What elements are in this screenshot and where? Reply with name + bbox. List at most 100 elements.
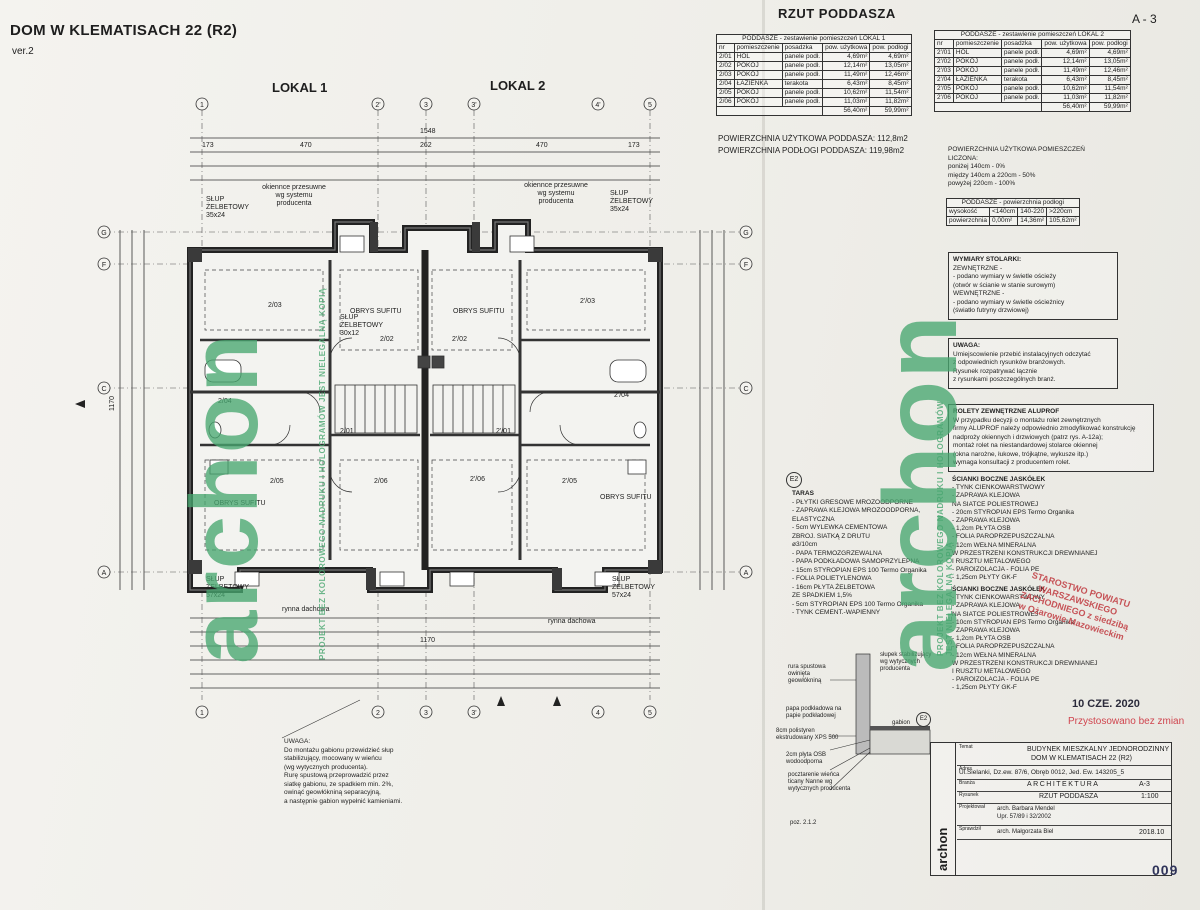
install-heading: UWAGA: (953, 342, 981, 349)
install-line: z odpowiednich rysunków branżowych. (953, 359, 1066, 366)
shutters-line: montaż rolet na niestandardowej stolarce… (953, 442, 1098, 449)
axis-markers (97, 97, 753, 719)
sheet-number: A - 3 (1132, 12, 1157, 26)
cell: POKÓJ (952, 84, 1002, 94)
plan-note-shutters-2: okiennce przesuwne wg systemu producenta (524, 182, 588, 205)
svg-text:3': 3' (471, 102, 476, 109)
joinery-line: (światło futryny drzwiowej) (953, 307, 1029, 314)
rules-line: między 140cm a 220cm - 50% (948, 171, 1036, 179)
dim-left-total: 1170 (109, 395, 117, 412)
svg-text:4': 4' (595, 102, 600, 109)
cell: ŁAZIENKA (952, 75, 1002, 85)
room-table-lokal-1: PODDASZE - zestawienie pomieszczeń LOKAL… (715, 34, 912, 116)
wall-layer: - 1,2cm PŁYTA OSB (952, 525, 1011, 533)
gabion-note-line: stabilizujący, mocowany w wieńcu (284, 755, 382, 762)
paper-fold (762, 0, 765, 910)
archon-watermark-right: archon (863, 313, 979, 672)
wall-layer: I RUSZTU METALOWEGO (952, 558, 1031, 566)
cell: 2'/01 (934, 48, 954, 58)
room-label: 2'/03 (580, 298, 595, 305)
row-label: Branża (959, 780, 975, 786)
wall-layer: NA SIATCE POLIESTROWEJ (952, 500, 1039, 508)
cell: 59,99m² (1088, 102, 1131, 112)
cell: 11,82m² (1088, 93, 1131, 103)
cell: POKÓJ (733, 97, 783, 107)
joinery-line: (otwór w ścianie w stanie surowym) (953, 281, 1056, 289)
cell: 2'/03 (934, 66, 954, 76)
cell: panele podł. (1000, 93, 1043, 103)
svg-text:3: 3 (424, 710, 428, 717)
watermark-vertical-right: PROJEKT BEZ KOLOROWEGO NADRUKU I HOLOGRA… (936, 400, 954, 656)
row-label: Temat (959, 744, 973, 750)
cell: 13,05m² (869, 61, 912, 71)
terrace-spec: TARAS - PŁYTKI GRESOWE MROZOODPORNE - ZA… (792, 490, 927, 618)
table-header: wysokość (946, 207, 990, 217)
room-label: 2/03 (268, 302, 282, 309)
plan-note-shutters: okiennce przesuwne wg systemu producenta (262, 184, 326, 207)
scale: 1:100 (1141, 793, 1159, 800)
dimension-lines (119, 137, 725, 689)
table-header: pow. użytkowa (1041, 39, 1090, 49)
cell: 10,62m² (822, 88, 871, 98)
room-label: 2'/04 (614, 392, 629, 399)
table-header: pow. użytkowa (822, 43, 871, 53)
row-label: Projektował (959, 804, 985, 810)
cell: 2/03 (716, 70, 735, 80)
install-line: Rysunek rozpatrywać łącznie (953, 367, 1038, 375)
drawing-name: RZUT PODDASZA (1039, 793, 1098, 800)
cell: 11,82m² (869, 97, 912, 107)
table-header: nr (716, 43, 735, 53)
wall-layer: - 1,2cm PŁYTA OSB (952, 635, 1011, 643)
plan-note-column-5: SŁUP ŻELBETOWY 57x24 (612, 576, 655, 599)
joinery-heading: WYMIARY STOLARKI: (953, 256, 1022, 263)
detail-code: E2 (916, 712, 931, 727)
svg-text:2': 2' (375, 102, 380, 109)
archon-watermark-left: archon (171, 331, 278, 664)
gabion-note-line: siatkę gabionu, ze spadkiem min. 2%, (284, 780, 394, 788)
wall-spec-heading: ŚCIANKI BOCZNE JASKÓŁEK (952, 476, 1046, 483)
svg-text:5: 5 (648, 710, 652, 717)
designer: arch. Barbara Mendel (997, 806, 1055, 812)
plan-note-ceiling-4: OBRYS SUFITU (600, 494, 652, 501)
title-row-designer: Projektował arch. Barbara Mendel Upr. 57… (957, 803, 1171, 826)
cell: 11,54m² (1088, 84, 1131, 94)
room-label: 2'/06 (470, 476, 485, 483)
terrace-code: E2 (786, 472, 802, 488)
room-table-lokal-2: PODDASZE - zestawienie pomieszczeń LOKAL… (933, 30, 1131, 112)
row-label: Adres (959, 766, 973, 772)
plan-note-column-3: SŁUP ŻELBETOWY 30x12 (340, 314, 383, 337)
wall-spec-heading: ŚCIANKI BOCZNE JASKÓŁEK (952, 586, 1046, 593)
svg-text:G: G (743, 230, 748, 237)
stairs (334, 384, 516, 434)
designer-license: Upr. 57/89 i 32/2002 (997, 814, 1052, 820)
cell: 11,49m² (822, 70, 871, 80)
room-label: 2'/05 (562, 478, 577, 485)
cell: 4,69m² (1041, 48, 1090, 58)
joinery-line: - podano wymiary w świetle ościeży (953, 273, 1056, 280)
plan-note-ceiling-2: OBRYS SUFITU (453, 308, 505, 315)
detail-label-layer: 8cm polistyren ekstrudowany XPS 500 (776, 728, 839, 741)
shutters-line: W przypadku decyzji o montażu rolet zewn… (953, 416, 1101, 424)
detail-label-pipe: rura spustowa owinięta geowłókniną (788, 664, 826, 684)
cell: 11,54m² (869, 88, 912, 98)
cell: panele podł. (1000, 48, 1043, 58)
title-row-checker: Sprawdził arch. Małgorzata Biel 2018.10 (957, 825, 1171, 840)
cell: POKÓJ (733, 61, 783, 71)
table-header: pomieszczenie (733, 43, 783, 53)
svg-text:3': 3' (471, 710, 476, 717)
gabion-detail (829, 653, 931, 791)
wall-layer: - 1,25cm PŁYTY GK-F (952, 574, 1017, 582)
cell: 0,00m² (988, 216, 1019, 226)
bathroom-fixtures (204, 355, 647, 475)
branch: ARCHITEKTURA (1027, 781, 1100, 788)
detail-label-layer: 2cm płyta OSB wodoodporna (786, 752, 827, 765)
rules-line: powyżej 220cm - 100% (948, 180, 1016, 187)
plan-note-ceiling-3: OBRYS SUFITU (214, 500, 266, 507)
gabion-note-line: (wg wytycznych producenta). (284, 763, 368, 771)
